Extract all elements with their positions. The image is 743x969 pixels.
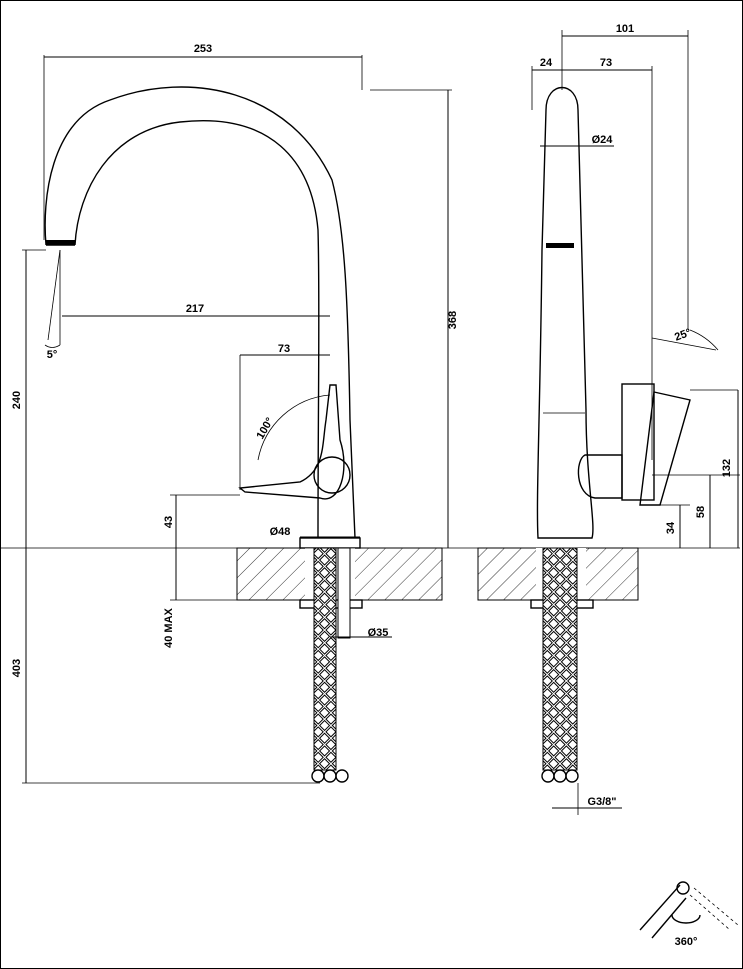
dim-below-deck: 403 (11, 659, 23, 677)
lever-side (621, 383, 655, 501)
dim-spout-height: 240 (11, 391, 23, 409)
supply-hose-side (542, 547, 578, 771)
dim-spout-reach: 217 (186, 303, 204, 315)
dim-handle-base: 34 (665, 521, 677, 534)
spout-inner (74, 120, 320, 539)
dim-deck-thickness: 40 MAX (163, 607, 175, 647)
front-view: 253 217 73 368 240 43 403 40 MAX Ø35 Ø48… (0, 43, 740, 784)
rotation-icon: 360° (639, 881, 739, 948)
dim-handle-angle: 100° (255, 416, 277, 442)
side-view: 101 24 73 Ø24 25° 132 58 34 G3/8" (477, 23, 740, 815)
lever-handle (238, 384, 345, 500)
dim-handle-mid: 58 (695, 506, 707, 518)
dim-depth-total: 101 (616, 23, 634, 35)
supply-hose (313, 547, 337, 771)
dim-height-total: 368 (447, 311, 459, 329)
dim-spout-tilt: 5° (47, 349, 58, 361)
dim-body-height: 43 (163, 516, 175, 528)
dim-thread: G3/8" (587, 796, 616, 808)
dim-hole-dia: Ø35 (368, 627, 389, 639)
rotation-label: 360° (675, 936, 698, 948)
dim-width-total: 253 (194, 43, 212, 55)
dim-depth-rear: 73 (600, 57, 612, 69)
handle-hub-side (577, 454, 623, 499)
dim-base-dia: Ø48 (270, 526, 291, 538)
base-flange (299, 537, 361, 549)
dim-depth-front: 24 (540, 57, 553, 69)
dim-handle-offset: 73 (278, 343, 290, 355)
dim-handle-height: 132 (721, 459, 733, 477)
dim-spout-dia: Ø24 (592, 134, 614, 146)
dim-handle-tilt: 25° (673, 327, 693, 344)
spout-side (536, 86, 594, 539)
spout-outer (44, 86, 356, 539)
